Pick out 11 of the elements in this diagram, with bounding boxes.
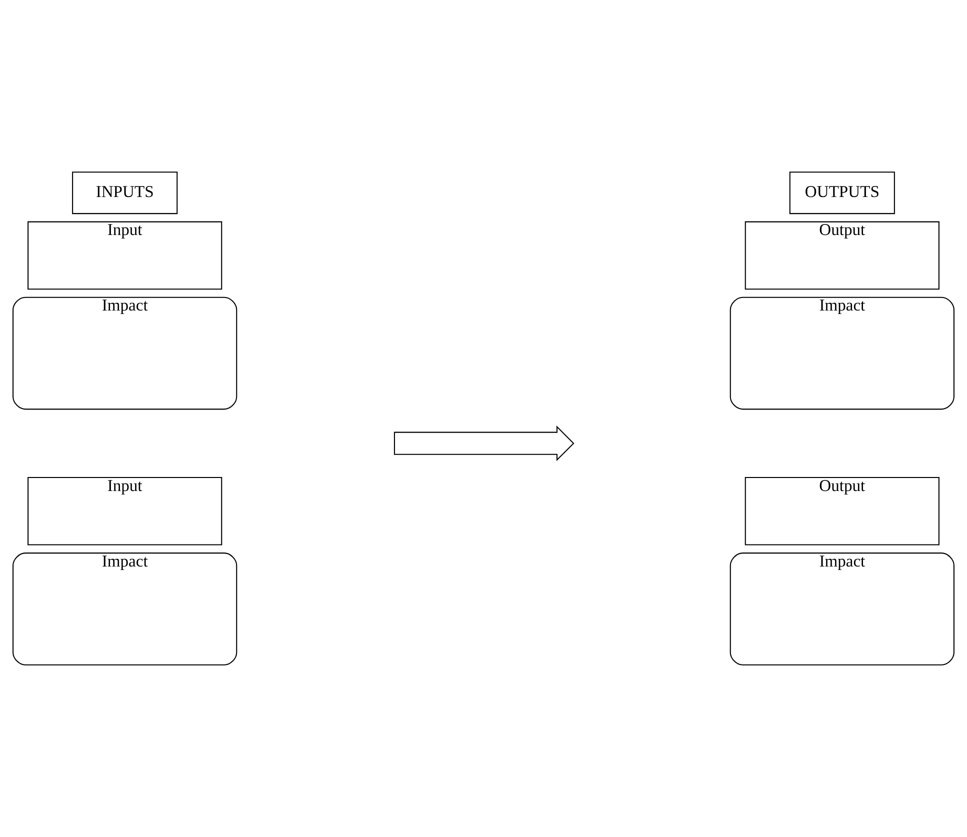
node-box: INPUTS: [72, 172, 178, 214]
node-box: Input: [28, 476, 222, 546]
node-arrow: [394, 426, 574, 462]
node-box: Output: [744, 221, 940, 290]
node-box: Output: [744, 476, 940, 546]
node-box: Impact: [730, 552, 954, 666]
node-box: OUTPUTS: [789, 172, 895, 214]
node-box: Impact: [12, 552, 238, 666]
node-box: Input: [28, 221, 222, 290]
node-box: Impact: [12, 296, 238, 410]
node-box: Impact: [730, 296, 954, 410]
